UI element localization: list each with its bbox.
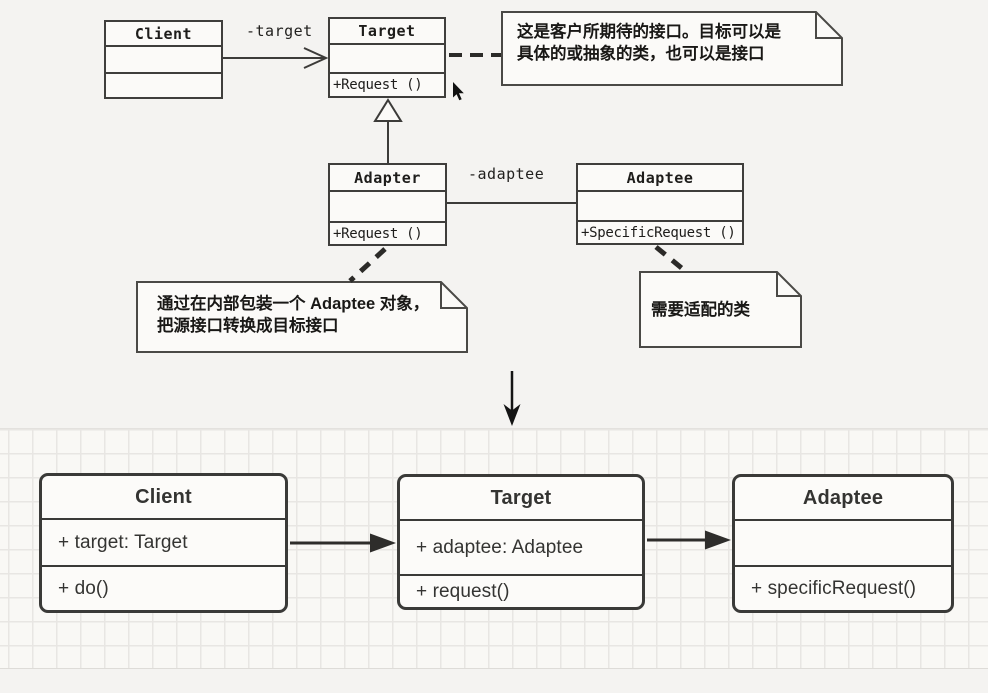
top-class-client-name: Client bbox=[106, 22, 221, 47]
note-adapter: 通过在内部包装一个 Adaptee 对象， 把源接口转换成目标接口 bbox=[137, 282, 459, 352]
bottom-class-target: Target + adaptee: Adaptee + request() bbox=[397, 474, 645, 610]
note-connector-adapter bbox=[348, 247, 387, 283]
note-shape-adaptee bbox=[639, 271, 802, 348]
transform-arrow bbox=[503, 371, 521, 426]
top-class-adapter-methods: +Request () bbox=[333, 225, 423, 242]
association-target-adaptee-bottom bbox=[647, 530, 731, 550]
bottom-class-adaptee-name: Adaptee bbox=[735, 477, 951, 521]
note-adaptee: 需要适配的类 bbox=[640, 272, 801, 347]
note-adapter-line2: 把源接口转换成目标接口 bbox=[157, 317, 339, 335]
note-connector-adaptee bbox=[654, 245, 686, 272]
top-class-target: Target +Request () bbox=[328, 17, 446, 98]
edge-label-target: -target bbox=[246, 22, 313, 40]
top-class-adapter-attrs bbox=[330, 192, 445, 223]
top-class-target-name: Target bbox=[330, 19, 444, 45]
top-class-client-attrs bbox=[106, 47, 221, 74]
inheritance-adapter-target bbox=[373, 98, 403, 163]
bottom-class-client-methods: + do() bbox=[58, 577, 109, 599]
bottom-class-adaptee-methods: + specificRequest() bbox=[751, 577, 917, 599]
top-class-target-attrs bbox=[330, 45, 444, 74]
top-class-adaptee-methods: +SpecificRequest () bbox=[581, 224, 736, 241]
bottom-class-adaptee: Adaptee + specificRequest() bbox=[732, 474, 954, 613]
note-adapter-line1: 通过在内部包装一个 Adaptee 对象， bbox=[157, 295, 430, 313]
note-shape-adapter bbox=[136, 281, 468, 353]
bottom-class-client: Client + target: Target + do() bbox=[39, 473, 288, 613]
bottom-class-target-methods: + request() bbox=[416, 580, 510, 602]
note-target-line2: 具体的或抽象的类，也可以是接口 bbox=[517, 45, 765, 63]
bottom-class-target-name: Target bbox=[400, 477, 642, 521]
top-class-adapter-name: Adapter bbox=[330, 165, 445, 192]
top-class-adaptee-name: Adaptee bbox=[578, 165, 742, 192]
cursor-icon-top bbox=[453, 82, 464, 101]
note-target-line1: 这是客户所期待的接口。目标可以是 bbox=[517, 23, 781, 41]
bottom-class-client-attrs: + target: Target bbox=[42, 520, 285, 567]
note-target: 这是客户所期待的接口。目标可以是 具体的或抽象的类，也可以是接口 bbox=[502, 12, 834, 85]
bottom-class-adaptee-attrs bbox=[735, 521, 951, 567]
association-client-target bbox=[223, 47, 329, 69]
top-class-client-methods bbox=[106, 74, 221, 97]
top-class-client: Client bbox=[104, 20, 223, 99]
note-shape-target bbox=[501, 11, 843, 86]
top-class-adapter: Adapter +Request () bbox=[328, 163, 447, 246]
bottom-class-target-attrs: + adaptee: Adaptee bbox=[400, 521, 642, 576]
association-client-target-bottom bbox=[290, 533, 396, 553]
edge-label-adaptee: -adaptee bbox=[468, 165, 545, 183]
top-class-adaptee-attrs bbox=[578, 192, 742, 222]
top-class-target-methods: +Request () bbox=[333, 77, 423, 93]
bottom-class-client-name: Client bbox=[42, 476, 285, 520]
top-class-adaptee: Adaptee +SpecificRequest () bbox=[576, 163, 744, 245]
note-adaptee-line1: 需要适配的类 bbox=[651, 300, 750, 319]
